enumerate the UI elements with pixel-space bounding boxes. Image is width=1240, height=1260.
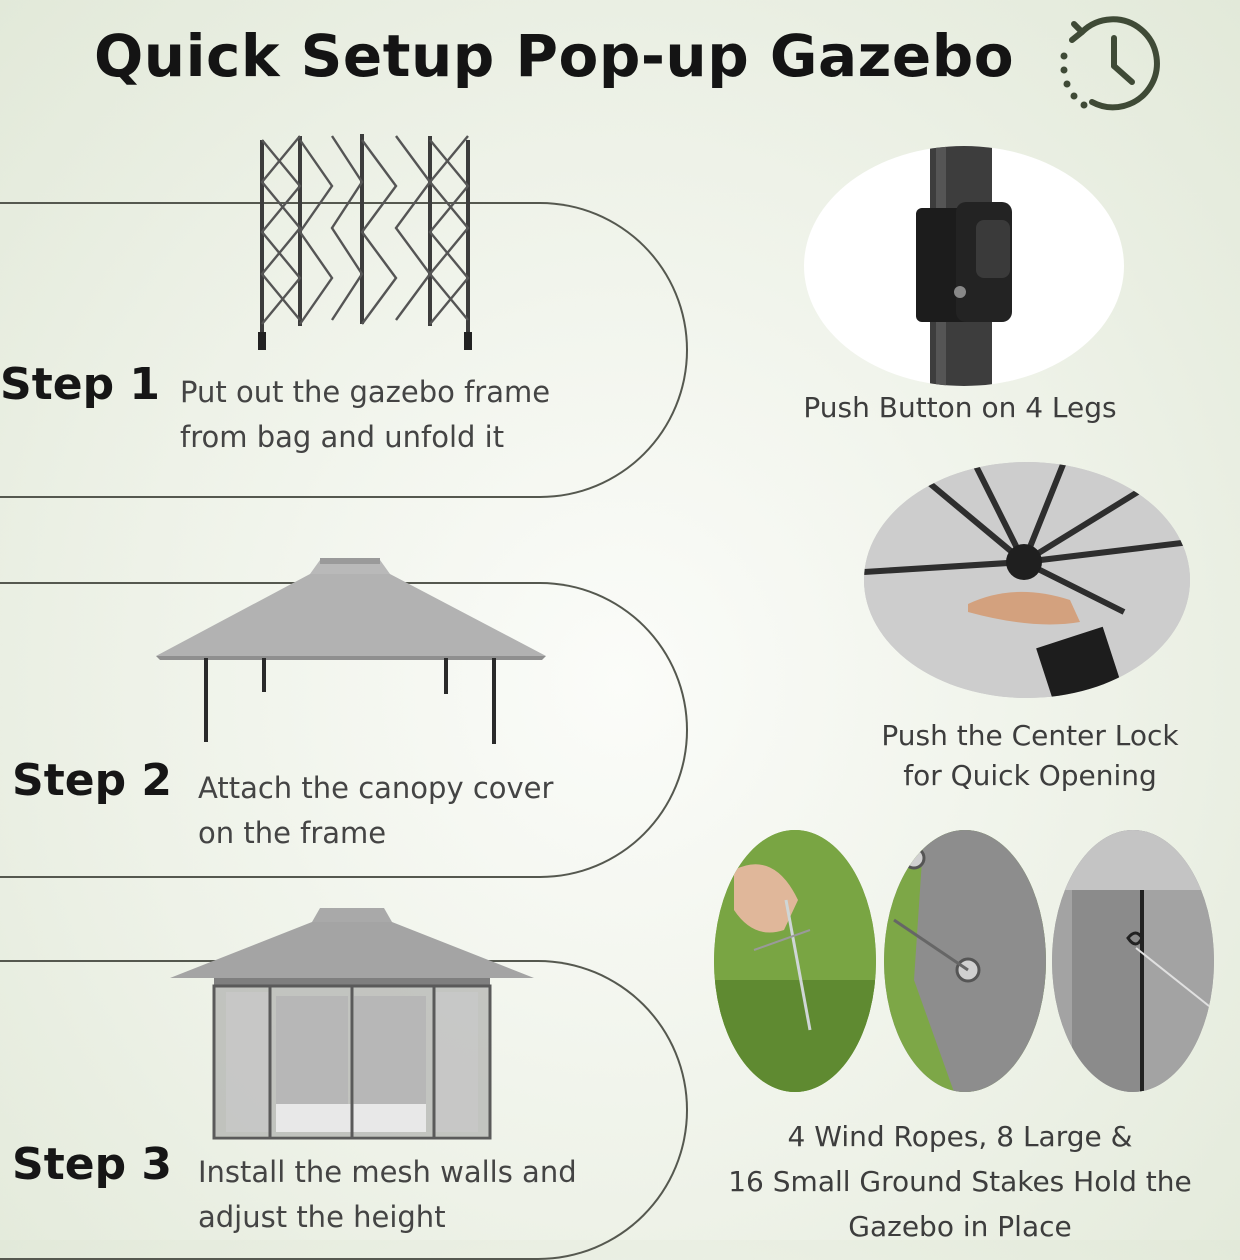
step-1-description: Put out the gazebo frame from bag and un… xyxy=(180,370,550,460)
stake-photo-1 xyxy=(714,830,876,1092)
folded-frame-image xyxy=(258,134,472,350)
page-title: Quick Setup Pop-up Gazebo xyxy=(94,22,1015,90)
step-3-description: Install the mesh walls and adjust the he… xyxy=(198,1150,577,1240)
stake-photo-2 xyxy=(884,830,1046,1092)
center-lock-caption-line1: Push the Center Lock xyxy=(881,719,1179,752)
step-2-desc-line2: on the frame xyxy=(198,816,387,850)
stakes-caption-line2: 16 Small Ground Stakes Hold the xyxy=(728,1165,1192,1198)
step-2-label: Step 2 xyxy=(12,755,172,806)
stakes-caption-line1: 4 Wind Ropes, 8 Large & xyxy=(787,1120,1133,1153)
push-button-photo xyxy=(804,146,1124,386)
step-1-desc-line2: from bag and unfold it xyxy=(180,420,505,454)
center-lock-photo xyxy=(864,462,1190,698)
step-3-desc-line1: Install the mesh walls and xyxy=(198,1155,577,1189)
step-1-desc-line1: Put out the gazebo frame xyxy=(180,375,551,409)
step-1-panel xyxy=(0,202,688,498)
push-button-caption: Push Button on 4 Legs xyxy=(803,391,1117,424)
canopy-frame-image xyxy=(156,558,546,744)
center-lock-caption-line2: for Quick Opening xyxy=(903,759,1157,792)
step-2-desc-line1: Attach the canopy cover xyxy=(198,771,554,805)
step-2-description: Attach the canopy cover on the frame xyxy=(198,766,553,856)
stakes-caption: 4 Wind Ropes, 8 Large & 16 Small Ground … xyxy=(690,1114,1230,1249)
step-3-label: Step 3 xyxy=(12,1139,172,1190)
stake-photo-3 xyxy=(1052,830,1214,1092)
clock-icon xyxy=(1060,16,1160,111)
step-1-label: Step 1 xyxy=(0,359,160,410)
step-3-desc-line2: adjust the height xyxy=(198,1200,446,1234)
stakes-caption-line3: Gazebo in Place xyxy=(848,1210,1072,1243)
mesh-gazebo-image xyxy=(170,908,534,1140)
center-lock-caption: Push the Center Lock for Quick Opening xyxy=(810,716,1240,796)
